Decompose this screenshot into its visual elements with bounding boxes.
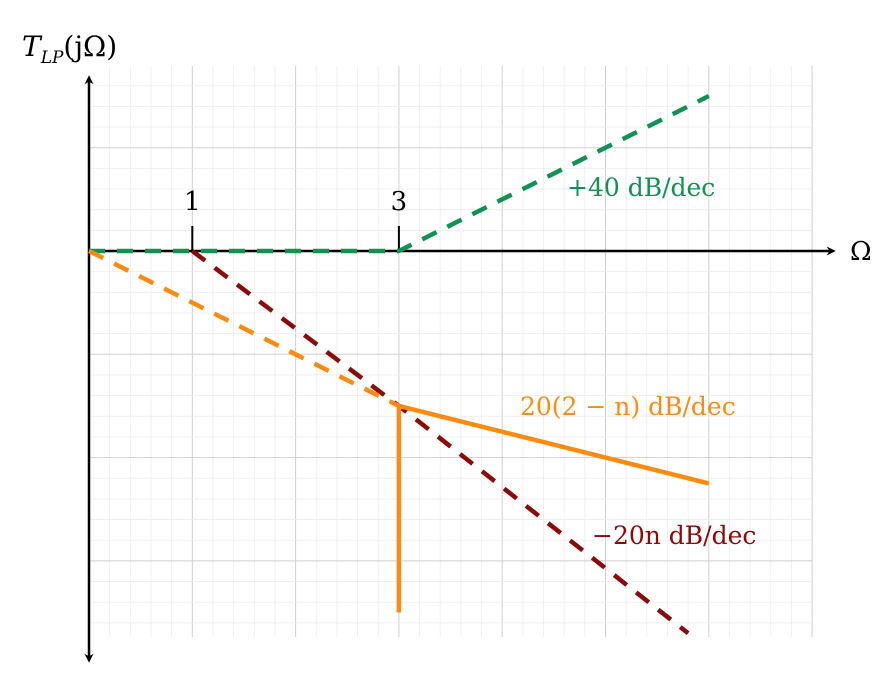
annotation-20-2-n: 20(2 − n) dB/dec — [520, 392, 736, 421]
y-axis-label-main: T — [22, 30, 43, 63]
x-tick-label: 3 — [391, 187, 408, 217]
x-tick-label: 1 — [184, 187, 201, 217]
y-axis-label: TLP(jΩ) — [22, 30, 117, 68]
series-line-2 — [87, 248, 400, 408]
annotation-minus20n: −20n dB/dec — [592, 521, 756, 550]
series-line-3 — [398, 403, 710, 486]
annotation-plus40: +40 dB/dec — [567, 173, 715, 202]
y-axis-label-tail: (jΩ) — [63, 30, 117, 63]
series-group — [87, 94, 710, 635]
x-axis-label: Ω — [850, 237, 872, 267]
grid — [89, 66, 813, 637]
series-line-0 — [89, 94, 710, 254]
y-axis-label-sub: LP — [40, 48, 64, 68]
